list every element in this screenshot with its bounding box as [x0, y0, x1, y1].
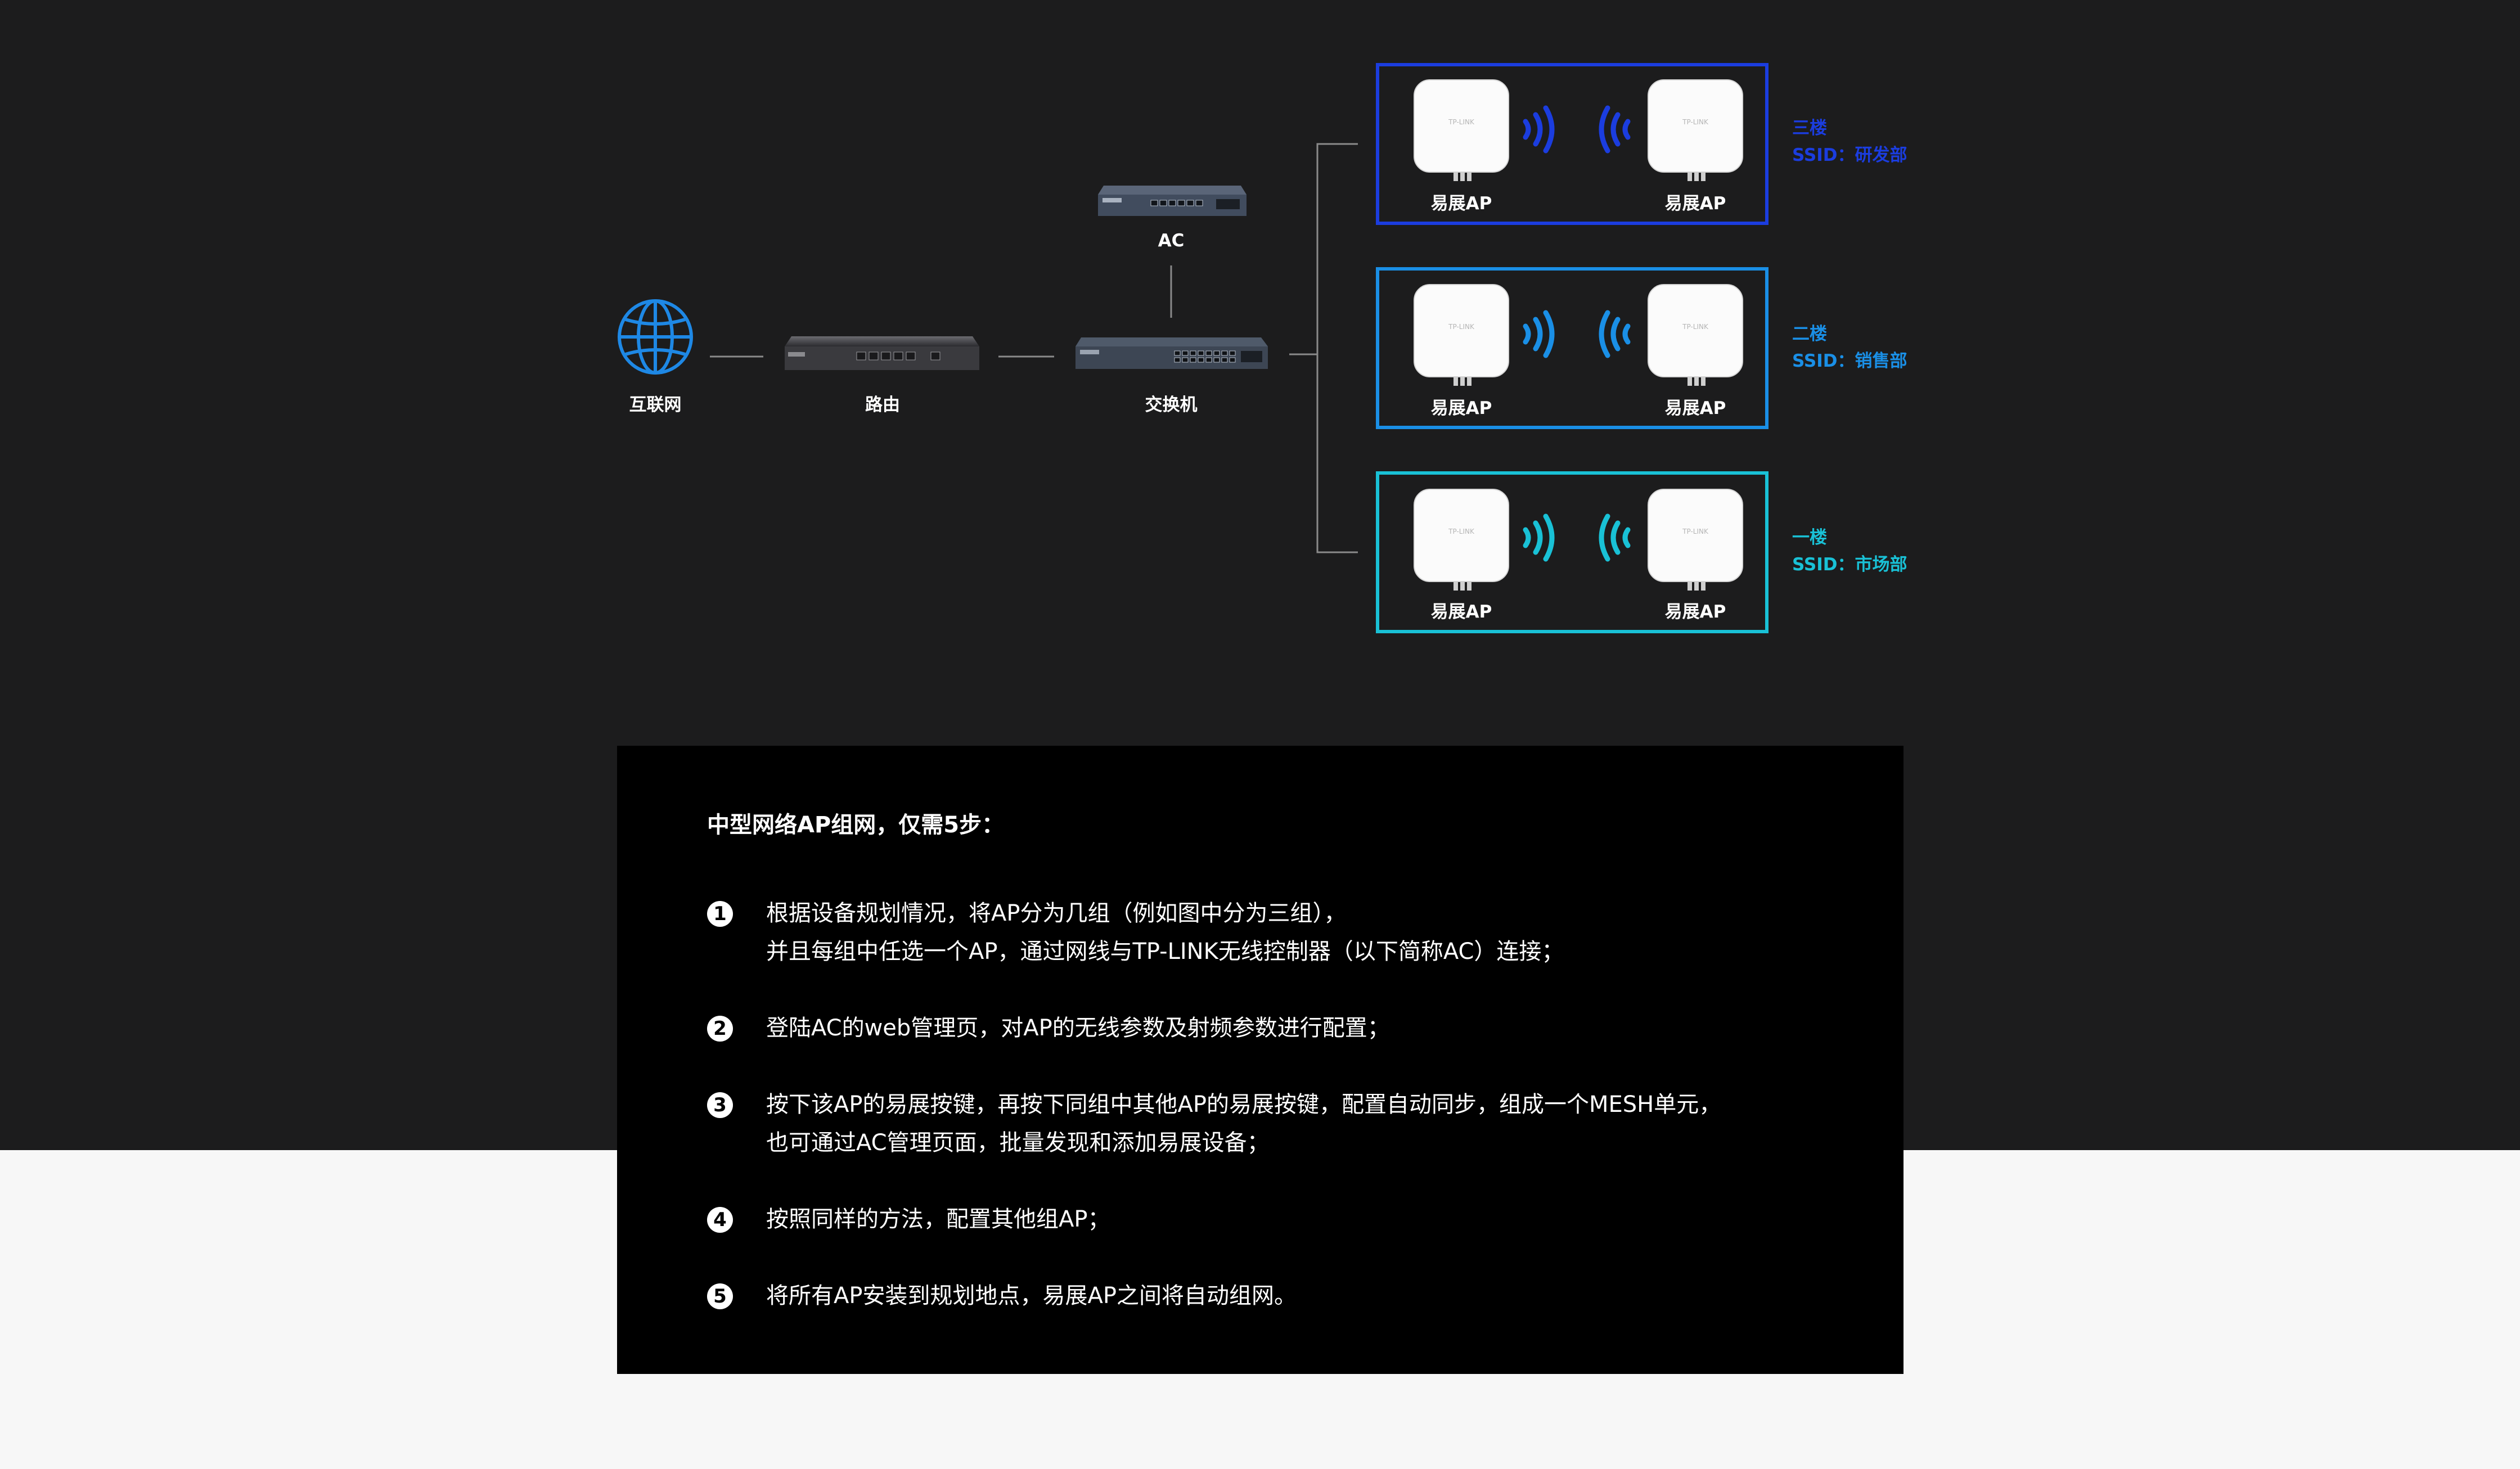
group-floor-label: 一楼: [1792, 528, 1827, 548]
group-box-floor2: [1376, 267, 1768, 429]
switch-device: [1076, 337, 1268, 369]
group-floor2-text: 二楼 SSID：销售部: [1792, 321, 1907, 375]
ac-controller-device: [1098, 186, 1246, 216]
group-ssid-label: SSID：销售部: [1792, 351, 1907, 371]
router-device: [785, 336, 979, 370]
step-text-line: 按照同样的方法，配置其他组AP；: [766, 1206, 1110, 1232]
router-label: 路由: [865, 395, 900, 415]
step-text-line: 也可通过AC管理页面，批量发现和添加易展设备；: [766, 1130, 1270, 1156]
step-number-badge: 3: [707, 1092, 733, 1118]
group-floor-label: 二楼: [1792, 324, 1827, 344]
group-ssid-label: SSID：市场部: [1792, 555, 1907, 575]
ap-device: TP-LINK: [1647, 78, 1744, 186]
wifi-signal-right-icon: [1523, 310, 1555, 358]
ap-label: 易展AP: [1664, 193, 1726, 214]
ap-brand-mark: TP-LINK: [1682, 118, 1708, 126]
ap-brand-mark: TP-LINK: [1448, 528, 1474, 535]
group-box-floor3: [1376, 63, 1768, 225]
internet-label: 互联网: [629, 395, 682, 415]
ac-label: AC: [1158, 231, 1185, 251]
ap-label: 易展AP: [1430, 193, 1492, 214]
step-text-line: 将所有AP安装到规划地点，易展AP之间将自动组网。: [766, 1283, 1297, 1309]
step-number-badge: 4: [707, 1207, 733, 1233]
ap-icon: [1648, 79, 1743, 181]
step-text-line: 按下该AP的易展按键，再按下同组中其他AP的易展按键，配置自动同步，组成一个ME…: [766, 1092, 1722, 1117]
switch-label: 交换机: [1145, 395, 1198, 415]
step-text-line: 并且每组中任选一个AP，通过网线与TP-LINK无线控制器（以下简称AC）连接；: [766, 939, 1564, 965]
ap-icon: [1414, 489, 1509, 591]
wifi-signal-left-icon: [1599, 105, 1631, 154]
step-text-line: 根据设备规划情况，将AP分为几组（例如图中分为三组），: [766, 900, 1347, 926]
group-floor3-text: 三楼 SSID：研发部: [1792, 115, 1907, 169]
network-diagram: 互联网 路由 交换机: [0, 0, 2520, 709]
ap-label: 易展AP: [1430, 398, 1492, 418]
ap-label: 易展AP: [1430, 602, 1492, 622]
ap-label: 易展AP: [1664, 602, 1726, 622]
ap-brand-mark: TP-LINK: [1448, 118, 1474, 126]
ap-device: TP-LINK: [1413, 487, 1510, 595]
ap-brand-mark: TP-LINK: [1682, 528, 1708, 535]
group-box-floor1: [1376, 471, 1768, 633]
ap-device: TP-LINK: [1413, 282, 1510, 390]
wifi-signal-right-icon: [1523, 513, 1555, 562]
ap-brand-mark: TP-LINK: [1682, 323, 1708, 331]
step-text-line: 登陆AC的web管理页，对AP的无线参数及射频参数进行配置；: [766, 1015, 1390, 1041]
connection-lines: [710, 143, 1358, 553]
branch-bracket: [1316, 143, 1358, 553]
ap-icon: [1648, 489, 1743, 591]
ap-icon: [1648, 284, 1743, 386]
steps-title: 中型网络AP组网，仅需5步：: [707, 812, 1005, 838]
ap-label: 易展AP: [1664, 398, 1726, 418]
step-number-badge: 1: [707, 901, 733, 927]
group-floor1-text: 一楼 SSID：市场部: [1792, 524, 1907, 578]
ap-device: TP-LINK: [1647, 487, 1744, 595]
ap-brand-mark: TP-LINK: [1448, 323, 1474, 331]
ap-icon: [1414, 284, 1509, 386]
wifi-signal-left-icon: [1599, 513, 1631, 562]
ap-device: TP-LINK: [1413, 78, 1510, 186]
steps-panel: 中型网络AP组网，仅需5步： 1 根据设备规划情况，将AP分为几组（例如图中分为…: [617, 746, 1904, 1374]
step-number-badge: 2: [707, 1016, 733, 1042]
wifi-signal-right-icon: [1523, 105, 1555, 154]
step-number-badge: 5: [707, 1283, 733, 1309]
wifi-signal-left-icon: [1599, 310, 1631, 358]
globe-icon: [618, 299, 693, 375]
group-ssid-label: SSID：研发部: [1792, 145, 1907, 165]
ap-icon: [1414, 79, 1509, 181]
group-floor-label: 三楼: [1792, 118, 1827, 138]
ap-device: TP-LINK: [1647, 282, 1744, 390]
